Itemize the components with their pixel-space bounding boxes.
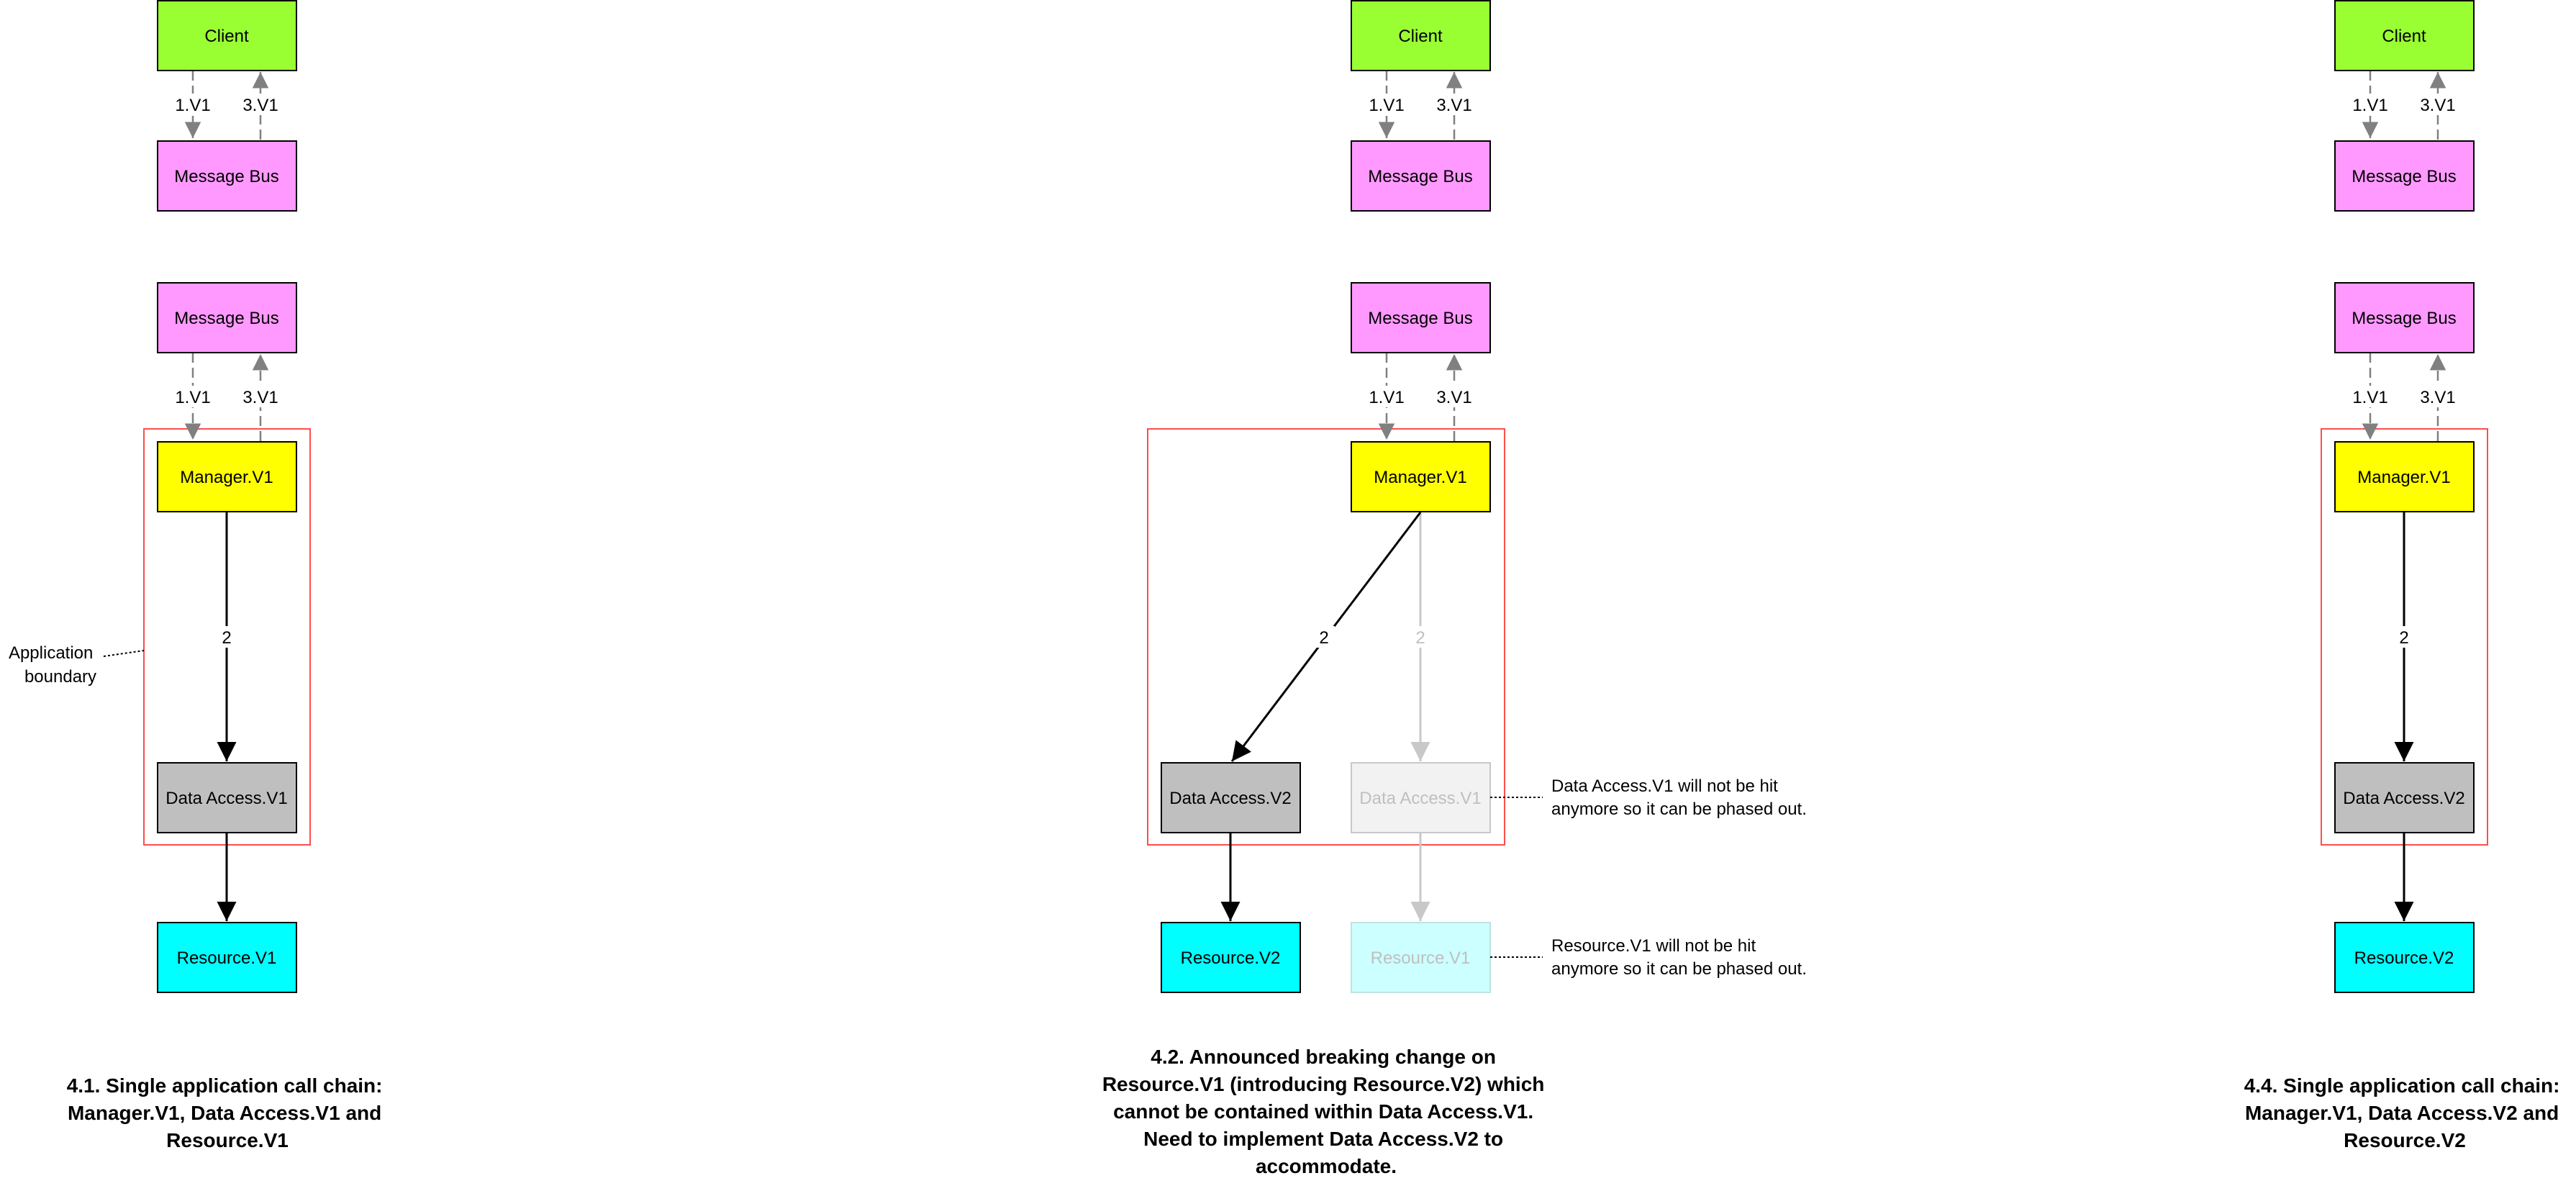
note-data-access: Data Access.V1 will not be hit anymore s… xyxy=(1551,776,1807,819)
edge-label-3: 3.V1 xyxy=(2420,96,2455,115)
resource-box: Resource.V1 xyxy=(157,922,297,993)
application-boundary xyxy=(1147,428,1505,846)
message-bus-box: Message Bus xyxy=(1351,282,1491,353)
manager-box: Manager.V1 xyxy=(1351,441,1491,512)
client-label: Client xyxy=(204,27,249,46)
message-bus-label: Message Bus xyxy=(1368,309,1472,328)
new-resource-box: Resource.V2 xyxy=(1161,922,1301,993)
data-access-box: Data Access.V1 xyxy=(157,762,297,833)
new-data-access-box: Data Access.V2 xyxy=(1161,762,1301,833)
data-access-label: Data Access.V2 xyxy=(2343,789,2464,808)
client-box: Client xyxy=(1351,0,1491,71)
old-resource-box: Resource.V1 xyxy=(1351,922,1491,993)
message-bus-label: Message Bus xyxy=(1368,167,1472,186)
edge-label-2: 2 xyxy=(222,628,231,648)
edge-label-3: 3.V1 xyxy=(1436,96,1471,115)
panel-3: 1.V1 3.V1 1.V1 3.V1 2 Client Message Bus… xyxy=(2244,0,2566,1151)
boundary-label: Application boundary xyxy=(9,643,98,687)
edge-label-2: 2 xyxy=(2399,628,2408,648)
caption: 4.4. Single application call chain: Mana… xyxy=(2244,1074,2566,1151)
data-access-box: Data Access.V2 xyxy=(2334,762,2475,833)
manager-box: Manager.V1 xyxy=(157,441,297,512)
edge-label-1: 1.V1 xyxy=(175,96,210,115)
note-resource: Resource.V1 will not be hit anymore so i… xyxy=(1551,936,1807,979)
old-data-access-box: Data Access.V1 xyxy=(1351,762,1491,833)
client-label: Client xyxy=(2382,27,2426,46)
old-resource-label: Resource.V1 xyxy=(1371,948,1471,968)
caption: 4.1. Single application call chain: Mana… xyxy=(67,1074,389,1151)
edge-label-1: 1.V1 xyxy=(2352,388,2387,407)
new-data-access-label: Data Access.V2 xyxy=(1169,789,1291,808)
resource-label: Resource.V1 xyxy=(177,948,277,968)
edge-label-1: 1.V1 xyxy=(1369,388,1404,407)
message-bus-box: Message Bus xyxy=(157,282,297,353)
new-resource-label: Resource.V2 xyxy=(1181,948,1281,968)
edge-label-1: 1.V1 xyxy=(175,388,210,407)
message-bus-box: Message Bus xyxy=(2334,282,2475,353)
client-label: Client xyxy=(1398,27,1443,46)
edge-label-3: 3.V1 xyxy=(242,388,278,407)
resource-box: Resource.V2 xyxy=(2334,922,2475,993)
data-access-label: Data Access.V1 xyxy=(165,789,287,808)
client-box: Client xyxy=(157,0,297,71)
edge-label-3: 3.V1 xyxy=(242,96,278,115)
manager-box: Manager.V1 xyxy=(2334,441,2475,512)
message-bus-box: Message Bus xyxy=(2334,140,2475,212)
message-bus-label: Message Bus xyxy=(174,309,278,328)
message-bus-label: Message Bus xyxy=(2351,309,2456,328)
edge-label-1: 1.V1 xyxy=(1369,96,1404,115)
resource-label: Resource.V2 xyxy=(2354,948,2454,968)
boundary-label-connector xyxy=(103,650,145,657)
edge-label-2-new: 2 xyxy=(1319,628,1328,648)
edge-label-3: 3.V1 xyxy=(2420,388,2455,407)
message-bus-box: Message Bus xyxy=(157,140,297,212)
manager-label: Manager.V1 xyxy=(2357,468,2450,487)
edge-label-1: 1.V1 xyxy=(2352,96,2387,115)
old-data-access-label: Data Access.V1 xyxy=(1359,789,1481,808)
message-bus-label: Message Bus xyxy=(2351,167,2456,186)
message-bus-box: Message Bus xyxy=(1351,140,1491,212)
panel-1: 1.V1 3.V1 1.V1 3.V1 2 Client Message Bus… xyxy=(9,0,389,1151)
caption: 4.2. Announced breaking change on Resour… xyxy=(1102,1046,1550,1177)
edge-label-2-old: 2 xyxy=(1415,628,1425,648)
client-box: Client xyxy=(2334,0,2475,71)
edge-label-3: 3.V1 xyxy=(1436,388,1471,407)
panel-2: 1.V1 3.V1 1.V1 3.V1 2 2 Client Message B… xyxy=(1102,0,1807,1177)
manager-label: Manager.V1 xyxy=(180,468,273,487)
manager-label: Manager.V1 xyxy=(1374,468,1466,487)
message-bus-label: Message Bus xyxy=(174,167,278,186)
